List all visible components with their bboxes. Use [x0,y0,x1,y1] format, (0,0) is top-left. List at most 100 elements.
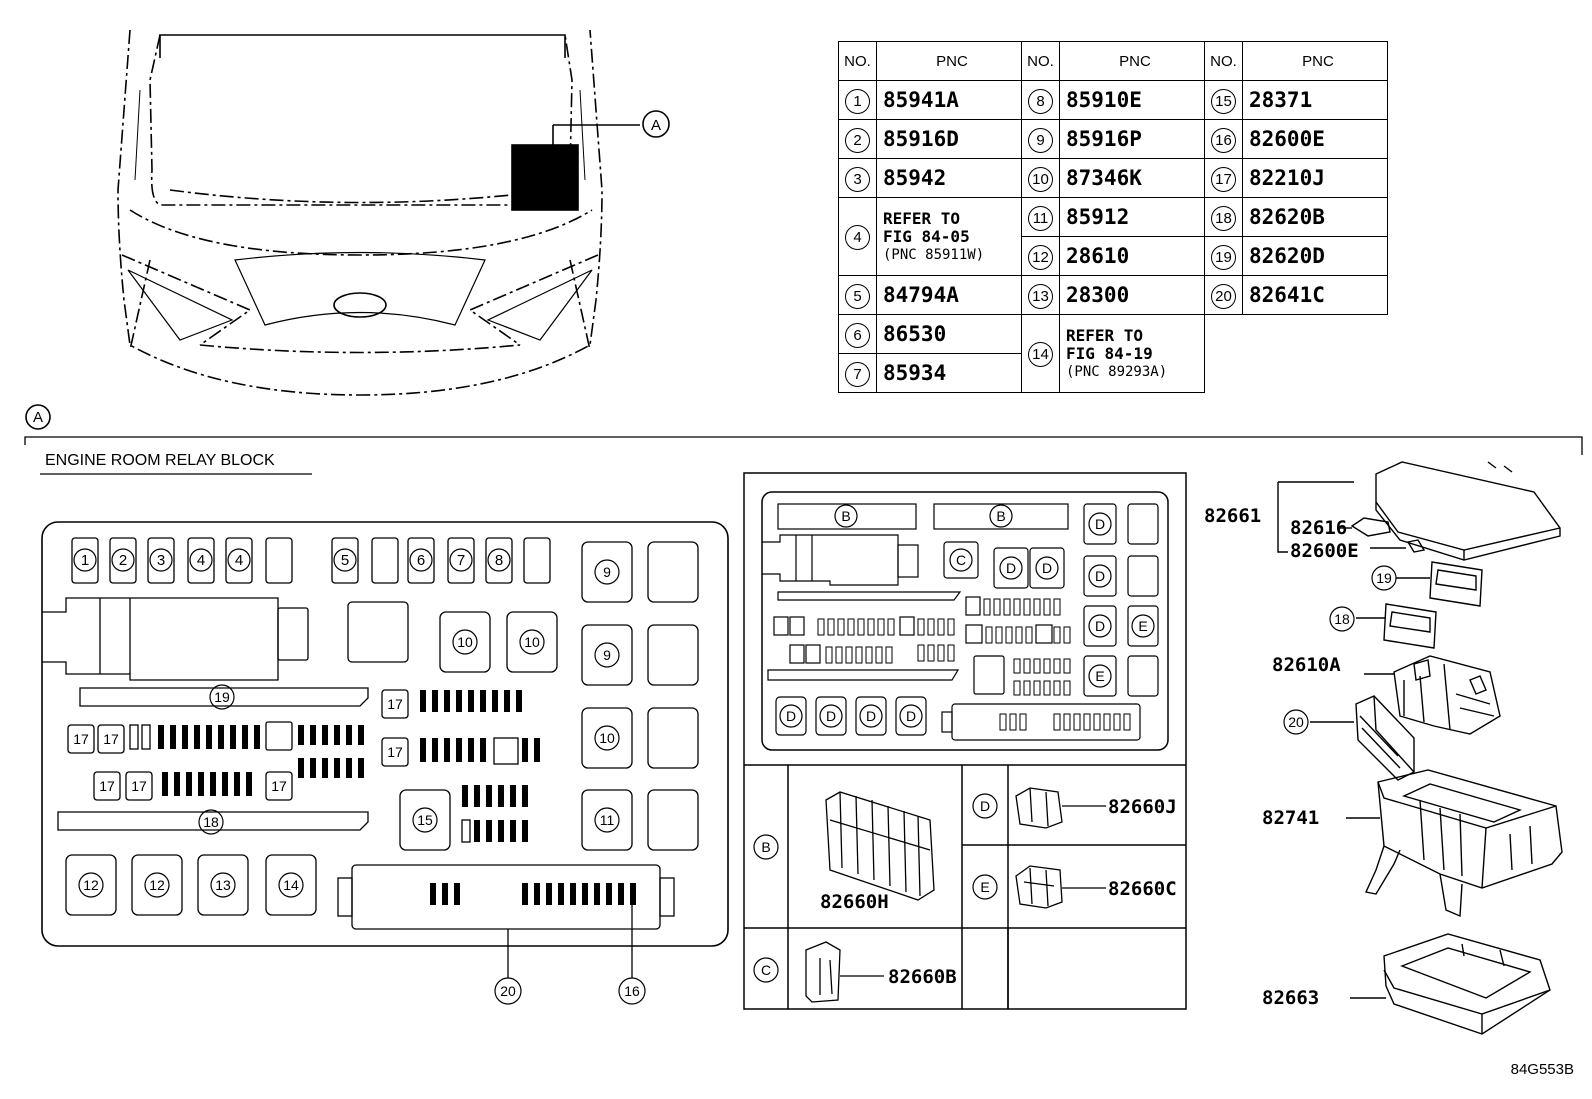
relay-block-location [511,144,579,211]
ref-number: 14 [1028,342,1053,367]
reference-line: FIG 84-05 [883,226,970,246]
ref-number: 15 [1211,88,1236,114]
fuse-block-20 [351,864,661,930]
part-82660H: 82660H [820,891,889,913]
reference-line: FIG 84-19 [1066,343,1153,363]
callout-19: 19 [214,689,230,705]
callout-11: 11 [600,812,615,828]
case-82741 [1364,769,1563,918]
emblem [333,292,387,318]
ref-number: 9 [1028,127,1053,153]
table-row: 12 28610 19 82620D [839,236,1388,276]
top-fuse-row [71,537,551,584]
ref-number: 4 [845,225,870,250]
connector-d-label: D [1095,516,1105,532]
callout-6: 6 [417,552,425,569]
reference-line: (PNC 89293A) [1066,363,1168,380]
pnc-value: 85912 [1059,197,1205,237]
callout-17a: 17 [73,731,89,747]
pnc-value: 86530 [876,314,1022,354]
callout-8: 8 [495,552,503,569]
relay-block-cover [1375,461,1561,561]
pnc-table: NO. PNC NO. PNC NO. PNC 1 85941A 8 85910… [838,41,1388,393]
connector-d-label: D [1095,618,1105,634]
callout-17f: 17 [387,696,403,712]
callout-15: 15 [417,812,433,828]
pnc-value: 87346K [1059,158,1205,198]
figure-code: 84G553B [1511,1061,1574,1078]
ref-number: 6 [845,322,870,348]
callout-5: 5 [341,552,349,569]
part-82660J: 82660J [1108,796,1177,818]
detail-e-label: E [980,879,989,895]
callout-17g: 17 [387,744,403,760]
bus-bar-18 [57,811,369,831]
pnc-value: 82641C [1242,275,1388,315]
ref-number: 8 [1028,88,1053,114]
pnc-value: 85941A [876,80,1022,120]
ref-number: 1 [845,88,870,114]
part-82616: 82616 [1290,517,1347,539]
detail-c-label: C [761,962,771,978]
callout-19-exploded: 19 [1376,570,1392,586]
header-pnc: PNC [1242,41,1388,81]
connector-e-drawing [1015,865,1106,909]
callout-17c: 17 [99,778,115,794]
connector-d-label: D [1042,560,1052,576]
callout-4b: 4 [235,552,243,569]
connector-d-label: D [1006,560,1016,576]
connector-b-label: B [996,508,1005,524]
callout-20: 20 [500,983,516,999]
callout-18-exploded: 18 [1334,611,1350,627]
section-title: ENGINE ROOM RELAY BLOCK [45,452,275,469]
connector-e-label: E [1095,668,1104,684]
exploded-view [1277,461,1563,1035]
connector-d-label: D [1095,568,1105,584]
connector-b-drawing [825,791,935,901]
callout-16: 16 [624,983,640,999]
relay-block-panel [41,521,729,947]
bus-bar-19 [79,687,369,707]
ref-number: 16 [1211,127,1236,153]
pnc-value: 82210J [1242,158,1388,198]
main-connector [42,597,279,681]
car-front-outline [117,29,603,396]
connector-d-drawing [1015,787,1106,829]
pnc-value: 85934 [876,353,1022,393]
callout-20-exploded: 20 [1288,714,1304,730]
callout-2: 2 [119,552,127,569]
reference-line: REFER TO [1066,325,1144,345]
header-pnc: PNC [876,41,1022,81]
pnc-value: 85942 [876,158,1022,198]
part-82610A: 82610A [1272,654,1341,676]
callout-17e: 17 [271,778,287,794]
ref-number: 3 [845,166,870,192]
table-row: 1 85941A 8 85910E 15 28371 [838,80,1388,120]
callout-14: 14 [283,877,299,893]
reference-line: (PNC 85911W) [883,246,985,263]
cover-18 [1383,603,1437,649]
view-marker-label: A [651,117,661,134]
detail-d-label: D [980,798,990,814]
callout-9b: 9 [603,647,611,663]
callout-13: 13 [215,877,231,893]
callout-12a: 12 [83,877,99,893]
callout-17b: 17 [103,731,119,747]
table-header-row: NO. PNC NO. PNC NO. PNC [838,41,1388,81]
callout-4: 4 [197,552,205,569]
callout-10b: 10 [524,634,540,650]
ref-number: 11 [1028,205,1053,231]
callout-10c: 10 [599,730,615,746]
callout-18: 18 [203,814,219,830]
reference-line: REFER TO [883,208,961,228]
callout-12b: 12 [149,877,165,893]
table-row: 7 85934 [838,353,1388,393]
connector-d-label: D [786,708,796,724]
connector-e-label: E [1138,618,1147,634]
connector-panel [743,472,1187,1010]
